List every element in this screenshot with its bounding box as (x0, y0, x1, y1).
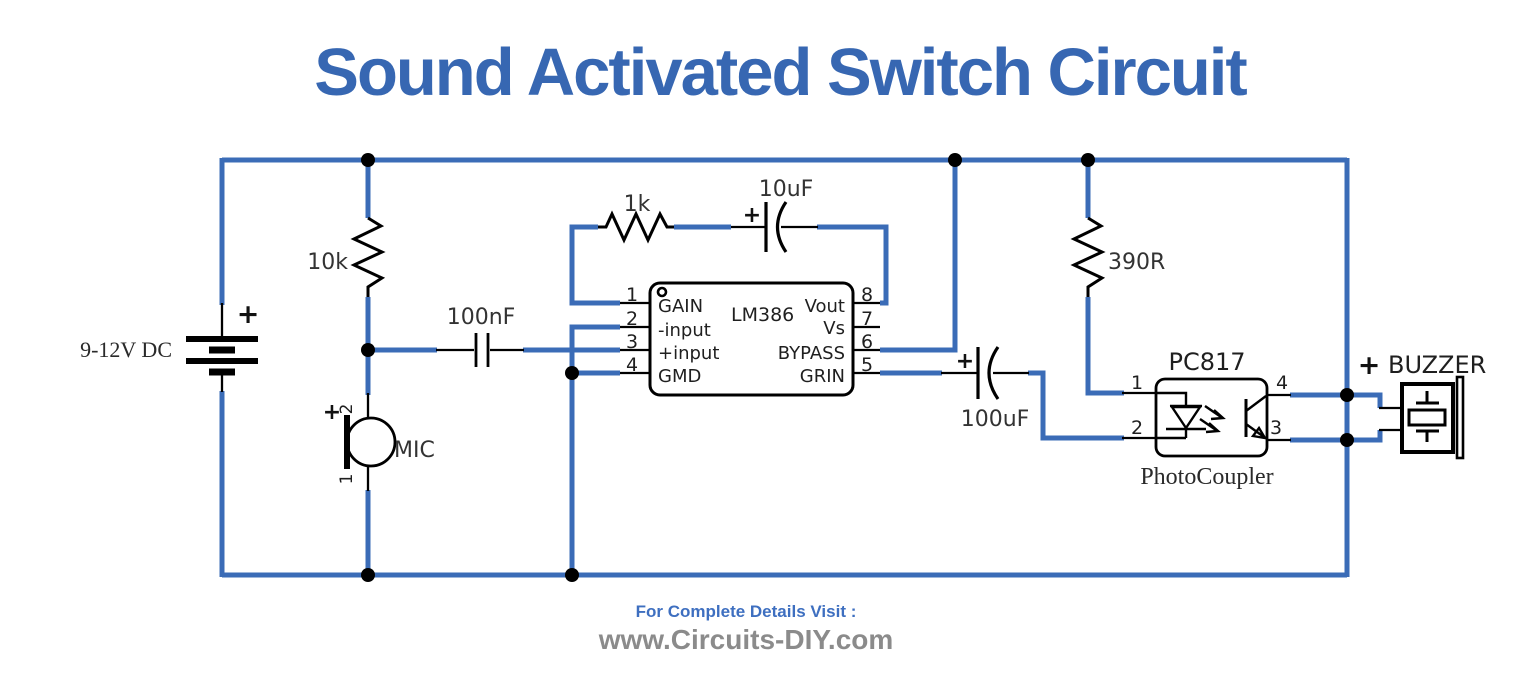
mic-pin1-label: 1 (337, 474, 357, 485)
wire-pin6-to-rail (880, 160, 958, 353)
wire-feedback-right (817, 224, 889, 306)
wire-c3-to-opto2 (1028, 370, 1124, 441)
resistor-390R-label: 390R (1108, 250, 1165, 275)
wire-buzzer-plus (1347, 392, 1383, 408)
opto-transistor-emitter (1245, 423, 1265, 438)
ic1-pin2-num: 2 (626, 308, 638, 330)
cap-100uF-plus-sign: + (956, 349, 974, 374)
junction-dots (361, 153, 1354, 582)
resistor-390R-symbol (1070, 216, 1106, 297)
buzzer-label: BUZZER (1388, 351, 1486, 379)
buzzer-symbol (1400, 375, 1465, 460)
ic-lm386 (648, 281, 855, 397)
ic-pc817 (1154, 377, 1269, 458)
ic1-vout-label: Vout (805, 296, 845, 317)
cap-100nF-symbol (474, 333, 490, 367)
ic1-pin1-num: 1 (626, 284, 638, 306)
opto-led-triangle (1169, 405, 1203, 431)
ic1-pin5-num: 5 (861, 354, 873, 376)
mic-pin2-label: 2 (337, 404, 357, 415)
cap-10uF-plus-sign: + (743, 203, 761, 228)
wire-r3-to-opto1 (1085, 297, 1124, 396)
buzzer-top-contact (1416, 391, 1439, 405)
opto-light-arrow-2-head (1205, 422, 1221, 434)
resistor-10k-label: 10k (307, 250, 348, 275)
opto-pin4-num: 4 (1276, 372, 1288, 394)
ic1-pin6-num: 6 (861, 331, 873, 353)
pin1-indicator (656, 286, 668, 298)
ic1-pin8-num: 8 (861, 284, 873, 306)
mic-label: MIC (394, 438, 435, 463)
mic-symbol (344, 415, 397, 469)
opto-led-anode-path (1156, 391, 1188, 405)
cap-100uF-label: 100uF (961, 407, 1030, 432)
battery-symbol (186, 336, 258, 376)
ic1-part-name: LM386 (731, 304, 794, 326)
component-leads (220, 225, 1402, 491)
resistor-1k-symbol (598, 210, 674, 244)
ic1-pin4-num: 4 (626, 354, 638, 376)
buzzer-plus-sign: + (1358, 350, 1381, 381)
buzzer-bottom-contact (1416, 429, 1439, 442)
battery-label: 9-12V DC (80, 337, 172, 362)
ic1-pinput-label: +input (658, 343, 719, 364)
ic1-pin3-num: 3 (626, 331, 638, 353)
opto-part-name: PC817 (1168, 348, 1245, 376)
circuit-wires (219, 157, 1383, 578)
opto-type-label: PhotoCoupler (1140, 464, 1273, 490)
opto-pin2-num: 2 (1131, 417, 1143, 439)
cap-10uF-symbol (764, 201, 788, 253)
cap-100nF-label: 100nF (447, 305, 516, 330)
ic1-vs-label: Vs (823, 318, 845, 339)
opto-led-cathode-path (1156, 429, 1188, 440)
opto-light-arrow-1-head (1210, 409, 1226, 421)
footer-website-url: www.Circuits-DIY.com (598, 624, 894, 655)
ic1-gain-label: GAIN (658, 296, 703, 317)
footer-visit-text: For Complete Details Visit : (635, 602, 857, 621)
wire-buzzer-minus (1347, 430, 1383, 443)
ic1-pin7-num: 7 (861, 308, 873, 330)
ic1-ninput-label: -input (658, 320, 711, 341)
resistor-1k-label: 1k (624, 192, 651, 217)
battery-plus-sign: + (237, 299, 260, 330)
wire-pin2-ground (569, 324, 620, 575)
mic-plus-sign: + (323, 400, 341, 425)
wire-feedback-left (569, 224, 620, 306)
cap-100uF-symbol (976, 346, 1000, 400)
cap-10uF-label: 10uF (759, 177, 814, 202)
opto-transistor-collector (1245, 395, 1267, 412)
resistor-10k-symbol (350, 216, 386, 297)
diagram-title: Sound Activated Switch Circuit (314, 35, 1247, 110)
opto-pin1-num: 1 (1131, 372, 1143, 394)
opto-pin3-num: 3 (1270, 417, 1282, 439)
ic1-bypass-label: BYPASS (778, 343, 845, 364)
opto-transistor-emitter-arrow (1250, 425, 1268, 440)
ic1-grin-label: GRIN (800, 366, 845, 387)
ic1-gnd-label: GMD (658, 366, 701, 387)
